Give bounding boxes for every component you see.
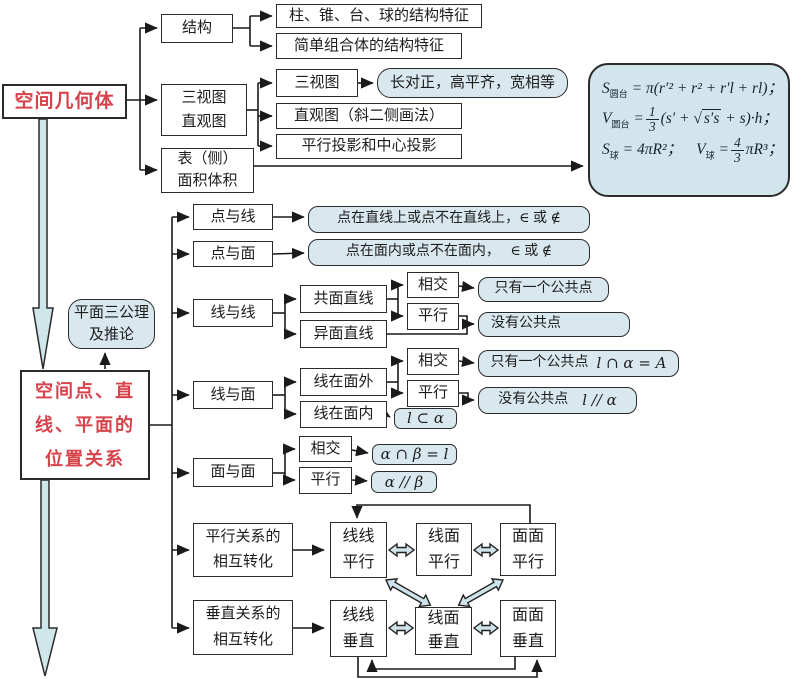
node-coplanar-lines: 共面直线	[300, 285, 387, 313]
node-line-in-plane-math: l ⊂ α	[394, 408, 457, 429]
node-parallel-conversion: 平行关系的 相互转化	[193, 523, 293, 577]
node-no-common-point: 没有公共点	[478, 312, 630, 337]
node-plane-parallel-math: α // β	[371, 471, 437, 493]
node-views-intuitive: 三视图 直观图	[161, 84, 247, 136]
node-parallel-2: 平行	[407, 380, 459, 407]
double-arrows	[384, 542, 505, 636]
node-plane-plane-perpendicular: 面面 垂直	[500, 600, 556, 657]
node-plane-plane-parallel: 面面 平行	[500, 523, 556, 576]
no-common-formula: l // α	[582, 391, 617, 410]
node-parallel-1: 平行	[407, 303, 459, 330]
node-combo-feature: 简单组合体的结构特征	[276, 33, 462, 59]
double-arrow-pppar-lpperp	[457, 577, 505, 608]
double-arrow-llpar-lpperp	[384, 577, 432, 608]
double-arrow-llpar-lppar	[387, 542, 416, 558]
node-three-views: 三视图	[276, 69, 358, 97]
double-arrow-lppar-pppar	[472, 542, 500, 558]
node-line-inside-plane: 线在面内	[300, 401, 387, 428]
node-intersect-2: 相交	[407, 348, 459, 375]
node-intersect-1: 相交	[407, 272, 459, 298]
node-point-line: 点与线	[193, 204, 273, 230]
one-common-text: 只有一个公共点	[490, 355, 589, 371]
node-structure-feature: 柱、锥、台、球的结构特征	[276, 4, 482, 28]
node-line-line: 线与线	[193, 299, 273, 327]
node-structure: 结构	[161, 14, 233, 43]
one-common-formula: l ∩ α = A	[596, 354, 667, 373]
node-solid-geometry-title: 空间几何体	[2, 84, 127, 119]
node-line-plane-perpendicular: 线面 垂直	[415, 607, 472, 655]
node-no-common-point-math: 没有公共点 l // α	[478, 387, 637, 414]
node-line-line-parallel: 线线 平行	[330, 522, 387, 578]
node-one-common-point: 只有一个公共点	[478, 277, 609, 302]
double-arrow-lpperp-ppperp	[472, 620, 500, 636]
node-line-line-perpendicular: 线线 垂直	[330, 600, 387, 657]
node-plane-axioms: 平面三公理及推论	[68, 299, 155, 349]
node-skew-lines: 异面直线	[300, 320, 387, 348]
node-point-plane-desc: 点在面内或点不在面内， ∈ 或 ∉	[308, 239, 590, 266]
node-one-common-point-math: 只有一个公共点 l ∩ α = A	[478, 350, 679, 377]
node-intersect-3: 相交	[299, 436, 352, 462]
connector-lines	[99, 10, 584, 678]
no-common-text: 没有公共点	[498, 392, 569, 408]
flow-arrow-down-top	[32, 118, 54, 370]
double-arrow-llperp-lpperp	[387, 620, 415, 636]
node-projection: 平行投影和中心投影	[276, 134, 462, 159]
node-line-outside-plane: 线在面外	[300, 368, 387, 396]
formula-frustum-surface: S圆台 = π(r′² + r² + r′l + rl)；	[602, 80, 784, 100]
node-point-line-plane-title: 空间点、直线、平面的位置关系	[20, 370, 150, 480]
node-area-volume: 表（侧） 面积体积	[161, 148, 254, 193]
node-perpendicular-conversion: 垂直关系的 相互转化	[193, 600, 293, 655]
node-plane-intersect-math: α ∩ β = l	[372, 444, 457, 465]
node-plane-plane: 面与面	[193, 458, 273, 487]
node-line-plane: 线与面	[193, 381, 273, 409]
node-line-plane-parallel: 线面 平行	[416, 523, 472, 576]
node-parallel-3: 平行	[299, 467, 352, 494]
flow-arrow-down-bottom	[32, 479, 58, 677]
node-point-line-desc: 点在直线上或点不在直线上，∈ 或 ∉	[308, 206, 590, 233]
node-intuitive-drawing: 直观图（斜二侧画法）	[276, 103, 462, 129]
node-views-rule: 长对正，高平齐，宽相等	[377, 68, 568, 98]
node-point-plane: 点与面	[193, 241, 273, 267]
